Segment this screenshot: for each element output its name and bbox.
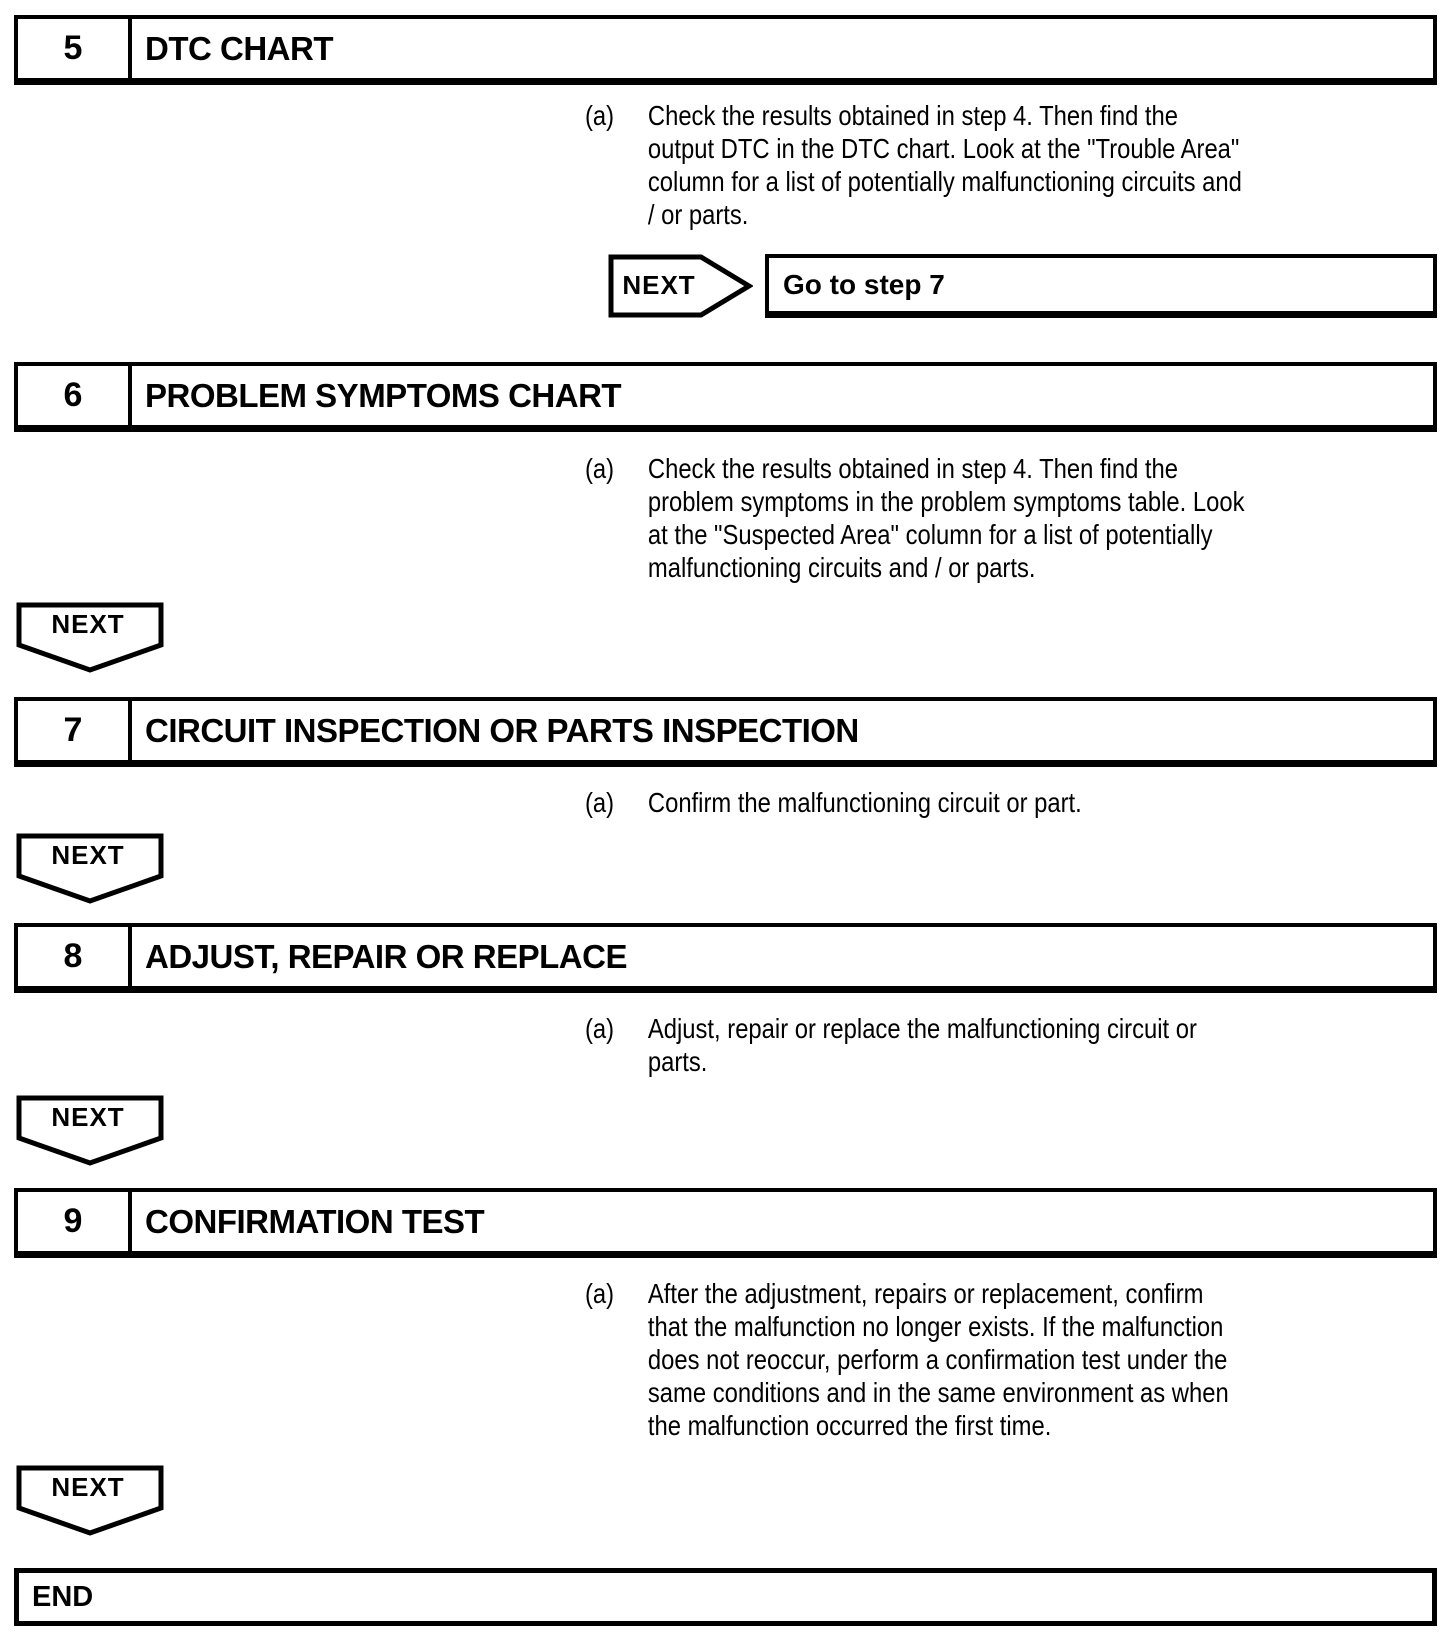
step-5-result-box: Go to step 7 — [765, 254, 1437, 318]
next-label: NEXT — [51, 609, 125, 639]
next-label: NEXT — [51, 1102, 125, 1132]
step-7-number: 7 — [18, 701, 132, 760]
step-6-number: 6 — [18, 366, 132, 425]
step-5-number: 5 — [18, 19, 132, 78]
step-5-title: DTC CHART — [145, 29, 333, 67]
next-arrow-after-step-8: NEXT — [16, 1095, 164, 1167]
next-down-arrow-icon — [16, 1465, 164, 1536]
next-arrow-after-step-9: NEXT — [16, 1465, 164, 1537]
step-8-title: ADJUST, REPAIR OR REPLACE — [145, 937, 627, 975]
step-5-instruction: (a) Check the results obtained in step 4… — [585, 99, 1438, 231]
step-5-header: 5 DTC CHART — [14, 15, 1437, 85]
next-label: NEXT — [51, 1472, 125, 1502]
step-6-title: PROBLEM SYMPTOMS CHART — [145, 376, 622, 414]
end-box: END — [14, 1568, 1437, 1626]
next-right-arrow-icon — [608, 254, 753, 318]
step-9-header: 9 CONFIRMATION TEST — [14, 1188, 1437, 1258]
step-7-instruction-text: Confirm the malfunctioning circuit or pa… — [647, 787, 1082, 818]
step-8-instruction-text: Adjust, repair or replace the malfunctio… — [647, 1013, 1197, 1077]
step-9-item-label: (a) — [585, 1278, 615, 1309]
step-8-header: 8 ADJUST, REPAIR OR REPLACE — [14, 923, 1437, 993]
next-down-arrow-icon — [16, 1095, 164, 1166]
step-5-item-label: (a) — [585, 100, 615, 131]
step-6-header: 6 PROBLEM SYMPTOMS CHART — [14, 362, 1437, 432]
step-5-instruction-text: Check the results obtained in step 4. Th… — [647, 100, 1242, 230]
step-8-item-label: (a) — [585, 1013, 615, 1044]
step-7-item-label: (a) — [585, 787, 615, 818]
step-9-number: 9 — [18, 1192, 132, 1251]
step-6-instruction: (a) Check the results obtained in step 4… — [585, 452, 1438, 584]
step-7-title: CIRCUIT INSPECTION OR PARTS INSPECTION — [145, 711, 859, 749]
next-arrow-after-step-7: NEXT — [16, 833, 164, 905]
step-9-instruction: (a) After the adjustment, repairs or rep… — [585, 1277, 1438, 1442]
step-9-instruction-text: After the adjustment, repairs or replace… — [647, 1278, 1229, 1441]
step-8-number: 8 — [18, 927, 132, 986]
next-down-arrow-icon — [16, 602, 164, 673]
next-arrow-step-5: NEXT — [608, 254, 753, 318]
step-6-item-label: (a) — [585, 453, 615, 484]
next-down-arrow-icon — [16, 833, 164, 904]
step-7-header: 7 CIRCUIT INSPECTION OR PARTS INSPECTION — [14, 697, 1437, 767]
step-7-instruction: (a) Confirm the malfunctioning circuit o… — [585, 786, 1438, 819]
next-label: NEXT — [622, 270, 696, 300]
step-6-instruction-text: Check the results obtained in step 4. Th… — [647, 453, 1245, 583]
next-label: NEXT — [51, 840, 125, 870]
next-arrow-after-step-6: NEXT — [16, 602, 164, 674]
step-8-instruction: (a) Adjust, repair or replace the malfun… — [585, 1012, 1438, 1078]
step-9-title: CONFIRMATION TEST — [145, 1202, 485, 1240]
